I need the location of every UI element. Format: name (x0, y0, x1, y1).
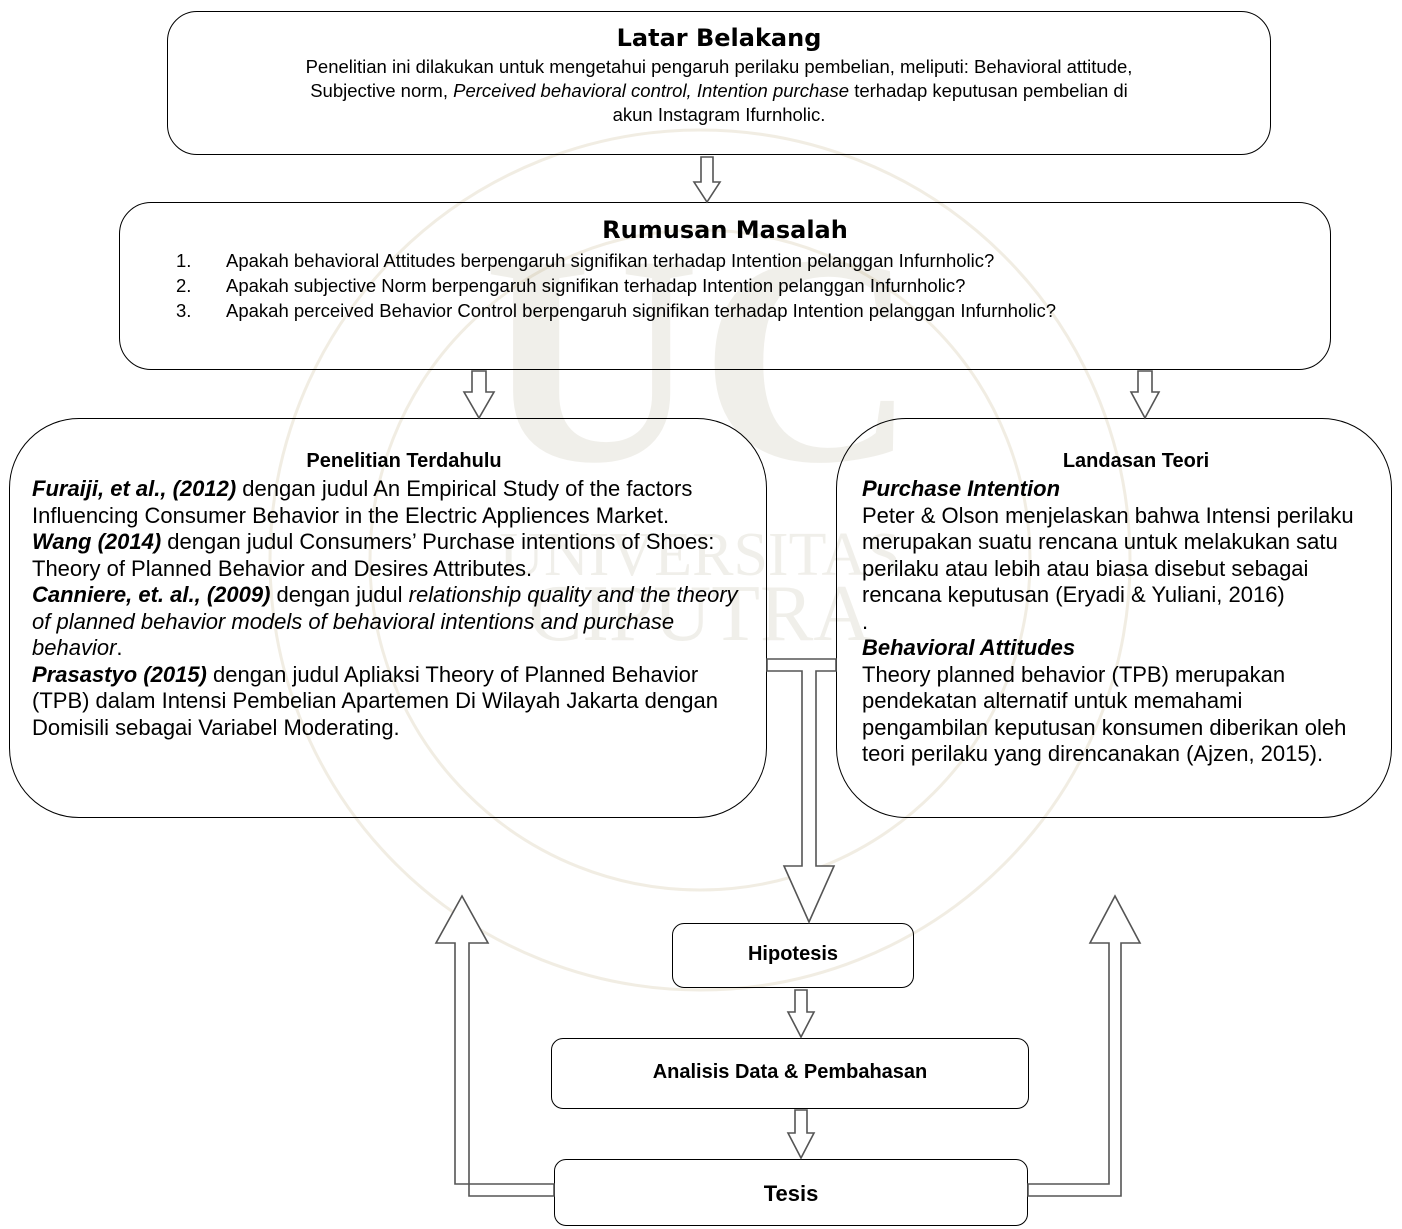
penelitian-terdahulu-text: Furaiji, et al., (2012) dengan judul An … (32, 476, 752, 741)
arrow-rumusan-to-penelitian (462, 370, 496, 420)
rumusan-item-2-text: Apakah subjective Norm berpengaruh signi… (226, 275, 966, 296)
latar-belakang-line2c: terhadap keputusan pembelian di (849, 80, 1128, 101)
rumusan-masalah-box (119, 202, 1331, 370)
latar-belakang-line1: Penelitian ini dilakukan untuk mengetahu… (305, 56, 1133, 77)
latar-belakang-line3: akun Instagram Ifurnholic. (612, 104, 826, 125)
latar-belakang-title: Latar Belakang (616, 24, 822, 52)
ref2-text: dengan judul Consumers’ Purchase intenti… (32, 529, 715, 581)
ref4-author: Prasastyo (2015) (32, 661, 207, 687)
analisis-box (551, 1038, 1029, 1109)
penelitian-terdahulu-box (9, 418, 767, 818)
arrow-tesis-to-penelitian (434, 894, 555, 1197)
watermark-name: CIPUTRA (529, 570, 871, 658)
watermark-university: UNIVERSITAS (499, 521, 901, 589)
landasan-teori-title: Landasan Teori (1062, 450, 1210, 472)
ref1-text: dengan judul An Empirical Study of the f… (32, 476, 693, 528)
latar-belakang-text: Penelitian ini dilakukan untuk mengetahu… (172, 55, 1266, 127)
arrow-tesis-to-landasan (1027, 894, 1142, 1197)
latar-belakang-line2a: Subjective norm, (310, 80, 454, 101)
rumusan-masalah-title: Rumusan Masalah (602, 216, 848, 244)
arrow-latar-to-rumusan (692, 156, 722, 204)
landasan-paragraph-2: Theory planned behavior (TPB) merupakan … (862, 661, 1347, 767)
rumusan-item-3-num: 3. (176, 300, 192, 321)
penelitian-terdahulu-title: Penelitian Terdahulu (306, 450, 502, 472)
latar-belakang-box (167, 11, 1271, 155)
rumusan-item-2: 2. Apakah subjective Norm berpengaruh sig… (176, 273, 1326, 298)
ref2-author: Wang (2014) (32, 529, 162, 554)
analisis-label: Analisis Data & Pembahasan (652, 1061, 928, 1083)
ref4-text: dengan judul Apliaksi Theory of Planned … (32, 661, 719, 740)
rumusan-item-1-num: 1. (176, 250, 192, 271)
rumusan-item-2-num: 2. (176, 275, 192, 296)
landasan-teori-text: Purchase Intention Peter & Olson menjela… (862, 476, 1362, 768)
ref3-author: Canniere, et. al., (2009) (32, 582, 271, 607)
arrow-merge-to-hipotesis (766, 658, 837, 924)
landasan-heading-2: Behavioral Attitudes (862, 635, 1076, 660)
ref3-title: relationship quality and the theory of p… (32, 582, 738, 660)
ref3-mid: dengan judul (270, 582, 409, 607)
arrow-rumusan-to-landasan (1129, 370, 1161, 420)
arrow-analisis-to-tesis (786, 1109, 816, 1160)
rumusan-masalah-list: 1. Apakah behavioral Attitudes berpengaru… (176, 248, 1326, 323)
landasan-heading-1: Purchase Intention (862, 476, 1061, 501)
landasan-teori-box (836, 418, 1392, 818)
watermark-inner-ring (368, 228, 1032, 892)
landasan-paragraph-1: Peter & Olson menjelaskan bahwa Intensi … (862, 502, 1354, 608)
ref3-end: . (116, 635, 123, 660)
hipotesis-label: Hipotesis (747, 943, 839, 965)
ref1-author: Furaiji, et al., (2012) (32, 476, 237, 501)
arrow-hipotesis-to-analisis (786, 989, 816, 1039)
rumusan-item-3-text: Apakah perceived Behavior Control berpen… (226, 300, 1056, 321)
hipotesis-box (672, 923, 914, 988)
watermark-outer-ring (268, 128, 1132, 992)
landasan-dot: . (862, 608, 869, 634)
tesis-label: Tesis (763, 1181, 819, 1206)
rumusan-item-1-text: Apakah behavioral Attitudes berpengaruh … (226, 250, 995, 271)
latar-belakang-line2b: Perceived behavioral control, Intention … (453, 80, 850, 101)
rumusan-item-3: 3. Apakah perceived Behavior Control berp… (176, 298, 1326, 323)
rumusan-item-1: 1. Apakah behavioral Attitudes berpengaru… (176, 248, 1326, 273)
